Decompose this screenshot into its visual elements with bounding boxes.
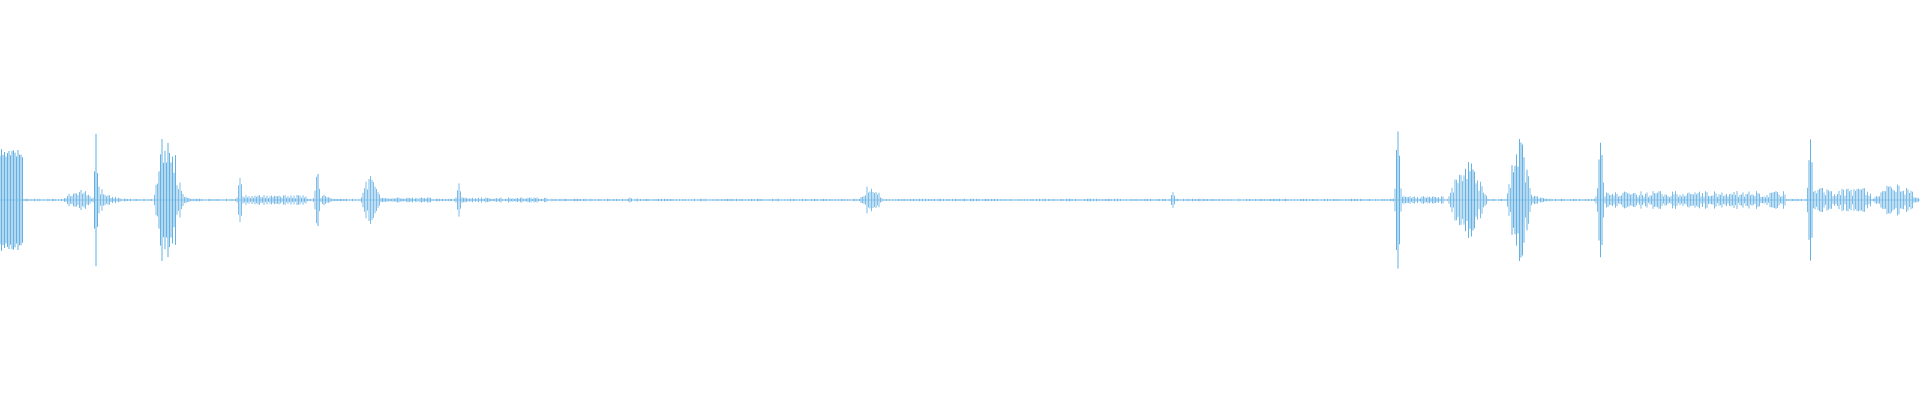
waveform-bars <box>0 131 1919 269</box>
